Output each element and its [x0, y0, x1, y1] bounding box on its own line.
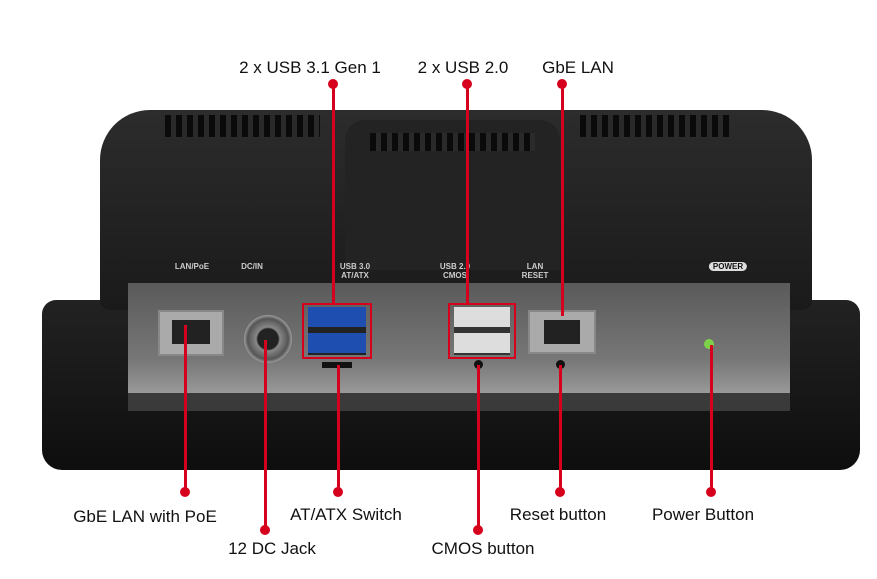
callout-gbe-lan-poe: GbE LAN with PoE	[73, 507, 217, 526]
label-usb20: USB 2.0	[439, 262, 471, 271]
label-dc-in: DC/IN	[241, 262, 263, 271]
power-led	[704, 339, 714, 349]
callout-line	[337, 365, 340, 492]
callout-line	[184, 325, 187, 492]
callout-line	[561, 84, 564, 316]
callout-dot	[555, 487, 565, 497]
usb3-highlight	[302, 303, 372, 359]
vent-center	[370, 133, 535, 151]
callout-dot	[706, 487, 716, 497]
io-panel-ledge	[128, 393, 790, 411]
callout-dot	[180, 487, 190, 497]
label-usb30: USB 3.0	[339, 262, 371, 271]
label-reset: RESET	[521, 271, 549, 280]
usb2-highlight	[448, 303, 516, 359]
callout-line	[264, 340, 267, 530]
callout-power: Power Button	[651, 505, 755, 524]
lan-port	[528, 310, 596, 354]
dc-jack	[244, 315, 292, 363]
callout-reset: Reset button	[509, 505, 607, 524]
callout-cmos: CMOS button	[431, 539, 535, 558]
callout-line	[559, 365, 562, 492]
label-at-atx: AT/ATX	[341, 271, 369, 280]
callout-gbe-lan: GbE LAN	[542, 58, 614, 77]
label-lan: LAN	[526, 262, 544, 271]
callout-line	[710, 345, 713, 492]
callout-usb20: 2 x USB 2.0	[417, 58, 509, 77]
label-cmos: CMOS	[442, 271, 467, 280]
usb2-ports	[454, 307, 510, 355]
callout-line	[477, 365, 480, 530]
usb3-ports	[308, 307, 366, 355]
callout-dot	[473, 525, 483, 535]
label-lan-poe: LAN/PoE	[174, 262, 210, 271]
callout-dot	[333, 487, 343, 497]
lan-poe-port	[158, 310, 224, 356]
callout-dc-jack: 12 DC Jack	[228, 539, 316, 558]
reset-button	[556, 360, 565, 369]
label-power: POWER	[708, 262, 748, 271]
cmos-button	[474, 360, 483, 369]
callout-line	[466, 84, 469, 304]
callout-at-atx: AT/ATX Switch	[290, 505, 402, 524]
vent-right	[580, 115, 730, 137]
callout-line	[332, 84, 335, 304]
vent-left	[165, 115, 320, 137]
callout-usb31: 2 x USB 3.1 Gen 1	[239, 58, 381, 77]
callout-dot	[260, 525, 270, 535]
